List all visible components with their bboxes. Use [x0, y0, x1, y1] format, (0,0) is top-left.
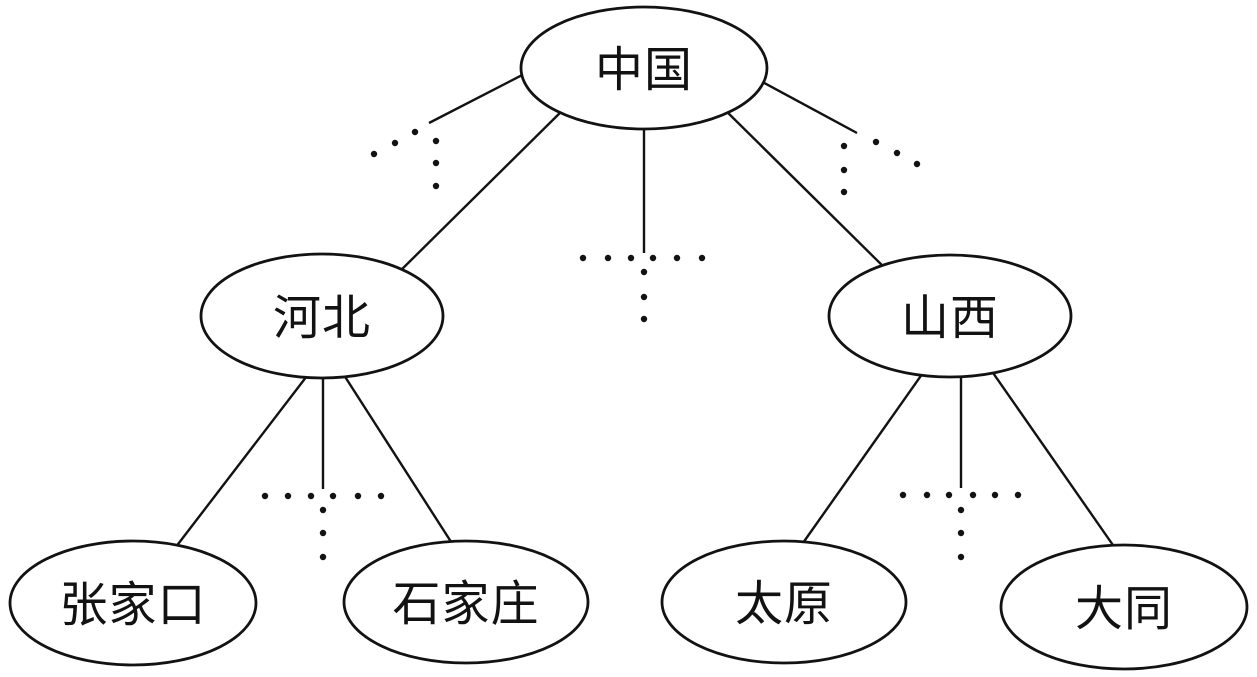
ellipsis-dot: [840, 166, 848, 174]
china-left-edge-ellipsis-dots: [370, 128, 419, 158]
ellipsis-dot: [957, 553, 965, 561]
edge-hebei-zhangjiakou: [171, 371, 311, 553]
hebei-children-row-ellipsis-dots: [261, 492, 385, 500]
node-taiyuan-ellipse: [660, 539, 908, 665]
ellipsis-dot: [1014, 491, 1022, 499]
node-shanxi-ellipse: [827, 253, 1073, 379]
node-china-label: 中国: [595, 42, 693, 98]
china-left-vertical-ellipsis-dots: [432, 137, 440, 190]
ellipsis-dot: [370, 150, 378, 158]
ellipsis-dot: [991, 491, 999, 499]
node-zhangjiakou-label: 张家口: [59, 577, 206, 633]
edge-china-more-right: [754, 76, 858, 135]
ellipsis-dot: [354, 492, 362, 500]
ellipsis-dot: [319, 553, 327, 561]
node-hebei: 河北: [199, 252, 445, 380]
ellipsis-dot: [840, 188, 848, 196]
ellipsis-dot: [840, 142, 848, 150]
node-shanxi-label: 山西: [901, 290, 999, 346]
edge-shanxi-datong: [990, 369, 1116, 549]
node-shijiazhuang-ellipse: [342, 539, 590, 665]
ellipsis-dot: [432, 159, 440, 167]
ellipsis-dot: [913, 160, 921, 168]
edge-shanxi-taiyuan: [797, 369, 926, 551]
ellipsis-dot: [872, 138, 880, 146]
ellipsis-dot: [923, 491, 931, 499]
ellipsis-dot: [673, 254, 681, 262]
ellipsis-dot: [307, 492, 315, 500]
node-china-ellipse: [519, 5, 769, 131]
china-children-row-ellipsis-dots: [579, 254, 706, 262]
hebei-children-col-ellipsis-dots: [319, 506, 327, 561]
node-datong-label: 大同: [1075, 581, 1173, 637]
ellipsis-dot: [411, 128, 419, 136]
node-taiyuan-label: 太原: [735, 576, 833, 632]
node-zhangjiakou-ellipse: [8, 539, 258, 667]
ellipsis-dot: [579, 254, 587, 262]
node-datong: 大同: [999, 543, 1249, 671]
china-right-edge-ellipsis-dots: [872, 138, 921, 168]
ellipsis-dot: [893, 149, 901, 157]
ellipsis-dot: [432, 182, 440, 190]
node-hebei-ellipse: [199, 252, 445, 380]
ellipsis-dot: [957, 506, 965, 514]
ellipsis-dot: [957, 529, 965, 537]
node-shijiazhuang-label: 石家庄: [392, 576, 539, 632]
ellipsis-dot: [945, 491, 953, 499]
ellipsis-dot: [640, 315, 648, 323]
edge-china-shanxi: [716, 101, 898, 281]
node-datong-ellipse: [999, 543, 1249, 671]
node-shanxi: 山西: [827, 253, 1073, 379]
node-hebei-label: 河北: [273, 290, 371, 346]
ellipsis-dot: [284, 492, 292, 500]
ellipsis-dot: [319, 529, 327, 537]
node-shijiazhuang: 石家庄: [342, 539, 590, 665]
edge-china-more-left: [428, 69, 531, 125]
shanxi-children-col-ellipsis-dots: [957, 506, 965, 561]
china-right-vertical-ellipsis-dots: [840, 142, 848, 196]
china-children-col-ellipsis-dots: [640, 268, 648, 323]
ellipsis-dot: [640, 293, 648, 301]
node-taiyuan: 太原: [660, 539, 908, 665]
ellipsis-dot: [899, 491, 907, 499]
edge-china-hebei: [390, 101, 572, 281]
ellipsis-dot: [649, 254, 657, 262]
edge-hebei-shijiazhuang: [340, 371, 457, 549]
ellipsis-dot: [698, 254, 706, 262]
shanxi-children-row-ellipsis-dots: [899, 491, 1022, 499]
ellipsis-dot: [261, 492, 269, 500]
node-china: 中国: [519, 5, 769, 131]
ellipsis-dot: [391, 139, 399, 147]
ellipsis-dot: [432, 137, 440, 145]
ellipsis-dot: [627, 254, 635, 262]
ellipsis-dot: [969, 491, 977, 499]
ellipsis-dot: [329, 492, 337, 500]
ellipsis-dot: [319, 506, 327, 514]
ellipsis-dot: [640, 268, 648, 276]
node-zhangjiakou: 张家口: [8, 539, 258, 667]
ellipsis-dot: [377, 492, 385, 500]
ellipsis-dot: [604, 254, 612, 262]
